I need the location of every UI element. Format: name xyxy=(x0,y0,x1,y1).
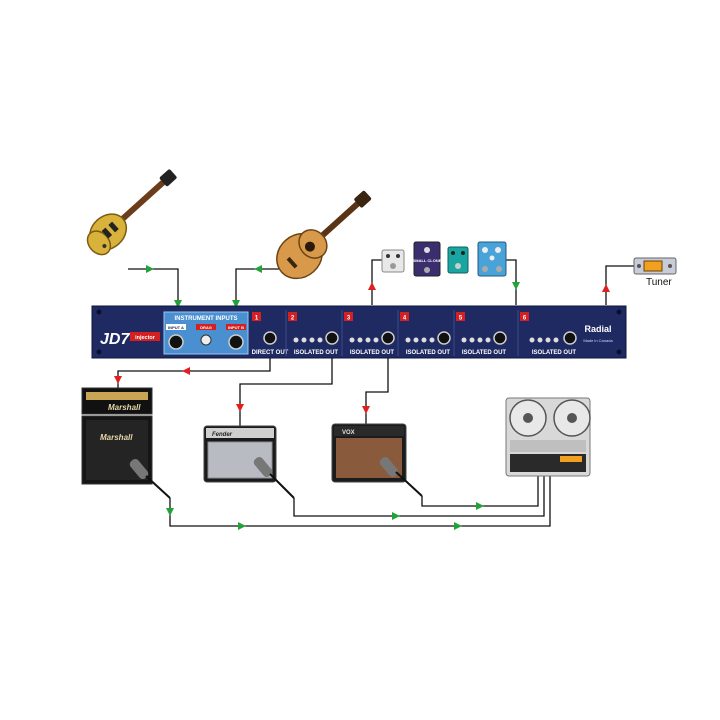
pedal-white xyxy=(382,250,404,272)
arrow-red-icon xyxy=(368,282,376,290)
direct-out-jack-icon xyxy=(264,332,276,344)
reel-to-reel-recorder xyxy=(506,398,590,476)
cable-direct-out xyxy=(118,356,270,388)
jd7-rack-unit: JD7 injector INSTRUMENT INPUTS INPUT A I… xyxy=(92,306,626,358)
made-in-label: Made in Canada xyxy=(583,338,613,343)
marshall-head-logo: Marshall xyxy=(108,403,141,412)
arrow-red-icon xyxy=(182,367,190,375)
arrow-red-icon xyxy=(362,406,370,414)
arrow-green-icon xyxy=(392,512,400,520)
acoustic-guitar xyxy=(268,179,382,288)
isolated-out-jack-icon xyxy=(382,332,394,344)
input-b-jack-icon xyxy=(229,335,243,349)
model-badge: injector xyxy=(135,335,156,341)
brand-logo: Radial xyxy=(584,324,611,334)
isolated-out-label: ISOLATED OUT xyxy=(350,350,395,356)
input-a-jack-icon xyxy=(169,335,183,349)
cable-mic-vox xyxy=(422,476,538,506)
arrow-green-icon xyxy=(146,265,154,273)
cable-mic-marshall xyxy=(170,476,550,526)
fender-logo: Fender xyxy=(212,432,233,438)
direct-out-label: DIRECT OUT xyxy=(252,350,289,356)
effect-pedals: SMALL CLONE xyxy=(382,242,506,276)
vox-amp: VOX xyxy=(332,424,422,496)
isolated-out-label: ISOLATED OUT xyxy=(462,350,507,356)
isolated-out-jack-icon xyxy=(438,332,450,344)
isolated-out-label: ISOLATED OUT xyxy=(532,350,577,356)
arrow-green-icon xyxy=(238,522,246,530)
pedal-blue xyxy=(478,242,506,276)
input-b-label: INPUT B xyxy=(228,325,244,330)
cable-out-fender xyxy=(240,358,332,426)
arrow-red-icon xyxy=(114,376,122,384)
electric-guitar xyxy=(79,161,184,260)
pedal-label: SMALL CLONE xyxy=(413,258,442,263)
arrow-green-icon xyxy=(166,508,174,516)
drag-label: DRAG xyxy=(200,325,212,330)
arrow-green-icon xyxy=(512,282,520,290)
isolated-out-jack-icon xyxy=(326,332,338,344)
cable-tuner xyxy=(606,266,634,305)
cable-pedal-send xyxy=(372,260,382,305)
cable-out-vox xyxy=(366,358,388,424)
arrow-green-icon xyxy=(454,522,462,530)
marshall-cab-logo: Marshall xyxy=(100,433,133,442)
arrow-green-icon xyxy=(476,502,484,510)
drag-knob-icon xyxy=(201,335,211,345)
fender-amp: Fender xyxy=(204,426,294,498)
input-a-label: INPUT A xyxy=(168,325,184,330)
instrument-inputs-label: INSTRUMENT INPUTS xyxy=(175,316,238,322)
marshall-amp-stack: Marshall Marshall xyxy=(82,388,170,498)
arrow-red-icon xyxy=(236,404,244,412)
cables xyxy=(118,260,634,526)
tuner-device xyxy=(634,258,676,274)
isolated-out-label: ISOLATED OUT xyxy=(294,350,339,356)
tuner-label: Tuner xyxy=(646,277,672,288)
arrow-green-icon xyxy=(254,265,262,273)
isolated-out-label: ISOLATED OUT xyxy=(406,350,451,356)
isolated-out-jack-icon xyxy=(494,332,506,344)
model-label: JD7 xyxy=(100,331,130,348)
isolated-out-jack-icon xyxy=(564,332,576,344)
cable-mic-fender xyxy=(294,476,544,516)
arrow-red-icon xyxy=(602,284,610,292)
pedal-small-clone: SMALL CLONE xyxy=(413,242,442,276)
vox-logo: VOX xyxy=(342,430,355,436)
pedal-teal xyxy=(448,247,468,273)
